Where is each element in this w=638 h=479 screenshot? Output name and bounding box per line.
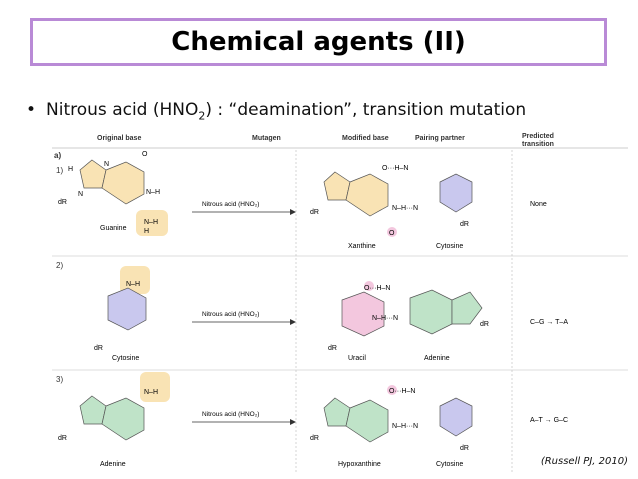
adenine-amine: N–H xyxy=(144,389,158,396)
adenine-partner-dr: dR xyxy=(480,321,489,328)
row-3-result: A–T → G–C xyxy=(530,417,568,424)
header-modified: Modified base xyxy=(342,135,389,142)
row-3-arrow-label: Nitrous acid (HNO₂) xyxy=(202,411,259,418)
bullet-text-sub: 2 xyxy=(198,109,206,123)
hypoxanthine-label: Hypoxanthine xyxy=(338,461,381,468)
xanthine-o: O···H–N xyxy=(382,165,408,172)
adenine-ring-six xyxy=(101,397,145,441)
bullet-text-suffix: ) : “deamination”, transition mutation xyxy=(205,100,527,120)
uracil-new-oxygen xyxy=(364,281,374,291)
guanine-label: Guanine xyxy=(100,225,127,232)
bullet-text-prefix: Nitrous acid (HNO xyxy=(46,100,199,120)
uracil-label: Uracil xyxy=(348,355,366,362)
row-2-arrowhead xyxy=(290,319,296,325)
adenine-partner-six xyxy=(409,289,453,335)
guanine-n1h: N–H xyxy=(146,189,160,196)
row-1-result: None xyxy=(530,201,547,208)
adenine-dr: dR xyxy=(58,435,67,442)
header-mutagen: Mutagen xyxy=(252,135,281,142)
xanthine-ring-five xyxy=(323,171,351,201)
guanine-ring-five xyxy=(79,159,107,189)
row-1-arrow-label: Nitrous acid (HNO₂) xyxy=(202,201,259,208)
guanine-h8: H xyxy=(68,166,73,173)
cytosine-label: Cytosine xyxy=(112,355,139,362)
bullet-dot-icon: • xyxy=(26,100,37,120)
slide-title: Chemical agents (II) xyxy=(171,27,466,57)
cytosine-partner-3-label: Cytosine xyxy=(436,461,463,468)
uracil-nh: N–H···N xyxy=(372,315,398,322)
hypoxanthine-dr: dR xyxy=(310,435,319,442)
uracil-o: O···H–N xyxy=(364,285,390,292)
cytosine-ring xyxy=(107,287,147,331)
guanine-n7: N xyxy=(104,161,109,168)
row-2: 2) N–H dR Cytosine Nitrous acid (HNO₂) O… xyxy=(56,261,568,362)
row-2-arrow-label: Nitrous acid (HNO₂) xyxy=(202,311,259,318)
adenine-label: Adenine xyxy=(100,461,126,468)
cytosine-partner-1 xyxy=(439,173,473,213)
row-2-number: 2) xyxy=(56,261,63,270)
cytosine-dr: dR xyxy=(94,345,103,352)
xanthine-o2: O xyxy=(389,230,395,237)
bullet-point: • Nitrous acid (HNO2) : “deamination”, tr… xyxy=(26,100,526,122)
xanthine-new-oxygen xyxy=(387,227,397,237)
header-predicted: Predicted xyxy=(522,133,554,140)
uracil-ring xyxy=(341,291,385,337)
hypoxanthine-ring-five xyxy=(323,397,351,427)
xanthine-nh: N–H···N xyxy=(392,205,418,212)
cytosine-partner-1-label: Cytosine xyxy=(436,243,463,250)
deamination-figure: Original base Mutagen Modified base Pair… xyxy=(52,133,628,473)
adenine-ring-five xyxy=(79,395,107,425)
xanthine-dr: dR xyxy=(310,209,319,216)
row-3: 3) N–H dR Adenine Nitrous acid (HNO₂) O·… xyxy=(56,372,568,468)
guanine-o6: O xyxy=(142,151,148,158)
cytosine-partner-3-dr: dR xyxy=(460,445,469,452)
row-2-result: C–G → T–A xyxy=(530,319,568,326)
row-1-number: 1) xyxy=(56,166,63,175)
guanine-amine-h: H xyxy=(144,228,149,235)
hypoxanthine-ring-six xyxy=(345,399,389,443)
guanine-dr: dR xyxy=(58,199,67,206)
row-3-arrowhead xyxy=(290,419,296,425)
row-1-arrowhead xyxy=(290,209,296,215)
guanine-ring-six xyxy=(101,161,145,205)
row-3-number: 3) xyxy=(56,375,63,384)
cytosine-amine: N–H xyxy=(126,281,140,288)
row-1: 1) N H N dR O N–H N–H H Guanine Nitrous … xyxy=(56,151,547,250)
hypoxanthine-new-oxygen xyxy=(387,385,397,395)
xanthine-ring-six xyxy=(345,173,389,217)
guanine-amine: N–H xyxy=(144,219,158,226)
hypoxanthine-o: O···H–N xyxy=(389,388,415,395)
adenine-partner-label: Adenine xyxy=(424,355,450,362)
header-original: Original base xyxy=(97,135,141,142)
guanine-amine-highlight xyxy=(136,210,168,236)
cytosine-partner-1-dr: dR xyxy=(460,221,469,228)
xanthine-label: Xanthine xyxy=(348,243,376,250)
header-transition: transition xyxy=(522,141,554,148)
header-partner: Pairing partner xyxy=(415,135,465,142)
guanine-n9: N xyxy=(78,191,83,198)
hypoxanthine-nh: N–H···N xyxy=(392,423,418,430)
citation: (Russell PJ, 2010) xyxy=(540,456,628,467)
adenine-partner-five xyxy=(451,291,483,325)
panel-label: a) xyxy=(54,151,61,160)
cytosine-amine-highlight xyxy=(120,266,150,294)
cytosine-partner-3 xyxy=(439,397,473,437)
title-box: Chemical agents (II) xyxy=(30,18,607,66)
uracil-dr: dR xyxy=(328,345,337,352)
adenine-amine-highlight xyxy=(140,372,170,402)
